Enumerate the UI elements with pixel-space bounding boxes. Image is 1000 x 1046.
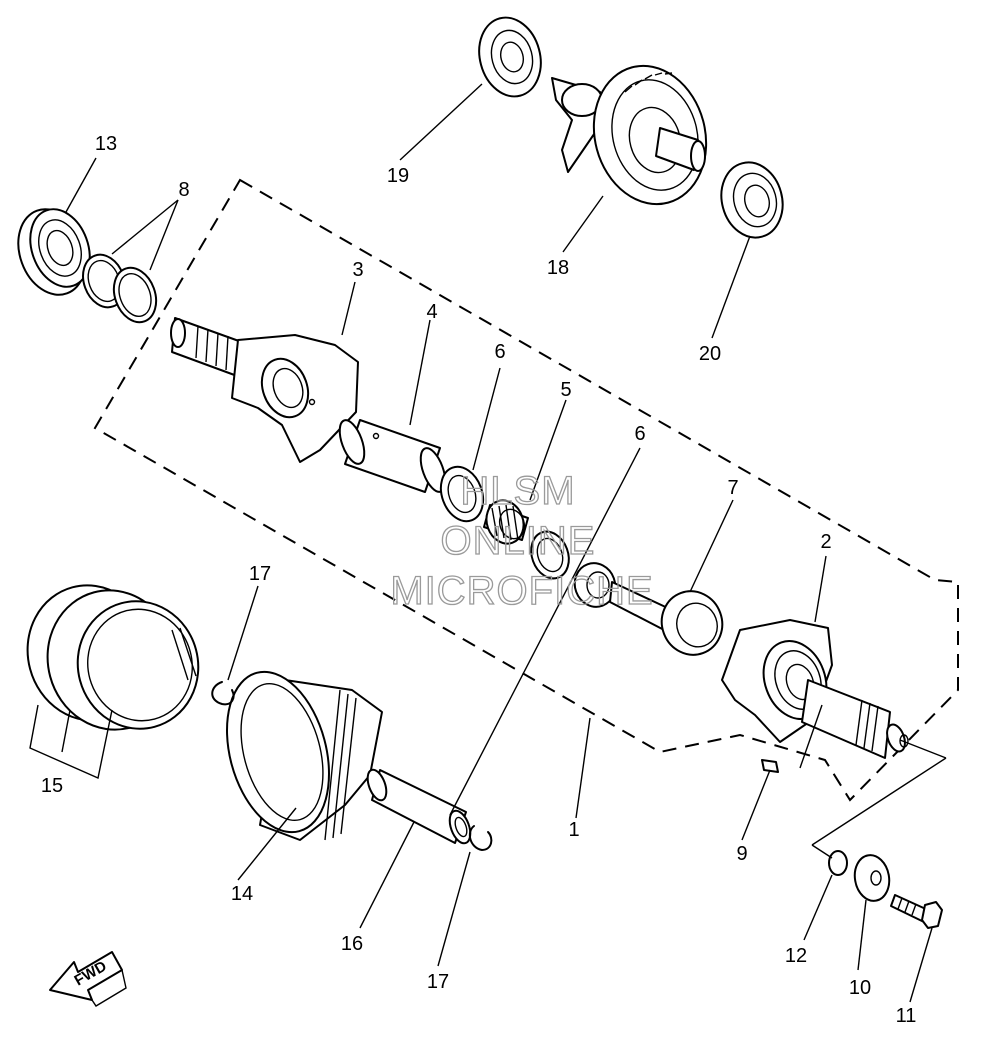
label-3: 3 [352, 259, 363, 281]
label-6b: 6 [634, 423, 645, 445]
piston-rings-15 [26, 584, 200, 731]
fwd-direction-arrow: FWD [49, 951, 127, 1007]
label-12: 12 [785, 945, 807, 967]
bearing-19 [478, 16, 542, 98]
watermark-line-3: MICROFICHE [390, 569, 653, 613]
label-17b: 17 [427, 971, 449, 993]
label-14: 14 [231, 883, 253, 905]
label-15: 15 [41, 775, 63, 797]
label-8: 8 [178, 179, 189, 201]
piston-pin-clip-17b [468, 825, 493, 851]
o-ring-12 [828, 850, 848, 876]
label-4: 4 [426, 301, 437, 323]
piston-pin-clip-17a [211, 681, 235, 706]
crank-pin-4 [338, 419, 447, 493]
label-18: 18 [547, 257, 569, 279]
label-10: 10 [849, 977, 871, 999]
watermark-line-1: HLSM [460, 469, 575, 513]
label-7: 7 [727, 477, 738, 499]
label-6a: 6 [494, 341, 505, 363]
bolt-11 [890, 894, 943, 929]
label-9: 9 [736, 843, 747, 865]
assembly-boundary-dashed [93, 178, 959, 802]
label-5: 5 [560, 379, 571, 401]
label-1: 1 [568, 819, 579, 841]
label-13: 13 [95, 133, 117, 155]
thrust-washer-6a [439, 465, 485, 523]
label-2: 2 [820, 531, 831, 553]
label-19: 19 [387, 165, 409, 187]
piston-pin-16 [366, 768, 472, 845]
plate-washer-10 [853, 854, 891, 902]
crank-half-left-3 [170, 317, 359, 463]
watermark-line-2: ONLINE [441, 519, 596, 563]
crank-half-right-2 [721, 619, 909, 759]
leader-lines [29, 83, 947, 1003]
woodruff-key-9 [761, 759, 779, 773]
watermark: HLSM ONLINE MICROFICHE [390, 468, 654, 613]
balancer-18 [551, 64, 708, 206]
label-16: 16 [341, 933, 363, 955]
label-20: 20 [699, 343, 721, 365]
connecting-rod-7 [573, 562, 724, 656]
piston-14 [226, 670, 383, 841]
needle-bearing-5 [483, 499, 529, 545]
shim-8b [112, 266, 158, 324]
part-number-labels: 1 2 3 4 5 6 6 7 8 9 10 11 12 13 14 15 16… [41, 133, 917, 1027]
label-17a: 17 [249, 563, 271, 585]
label-11: 11 [896, 1005, 917, 1027]
bearing-20 [720, 161, 784, 239]
thrust-washer-6b [530, 530, 570, 580]
bearing-13 [17, 208, 91, 296]
